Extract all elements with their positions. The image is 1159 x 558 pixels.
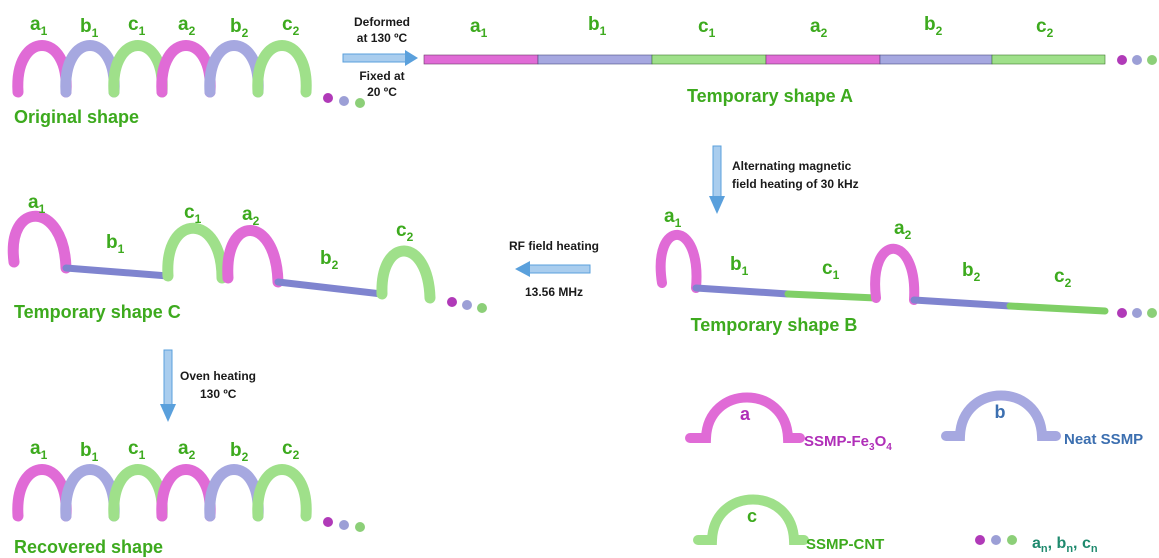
original-labels: a1 b1 c1 a2 b2 c2 Original shape bbox=[14, 14, 300, 127]
label-b1: b1 bbox=[106, 232, 125, 256]
label-c1: c1 bbox=[184, 202, 202, 226]
label-c2: c2 bbox=[396, 220, 414, 244]
label-b2: b2 bbox=[320, 248, 339, 272]
svg-text:b: b bbox=[995, 402, 1006, 422]
coil-c1 bbox=[108, 40, 168, 98]
svg-text:13.56 MHz: 13.56 MHz bbox=[525, 285, 583, 299]
rf-step: RF field heating 13.56 MHz bbox=[509, 239, 599, 299]
svg-text:Deformed: Deformed bbox=[354, 15, 410, 29]
temp-shape-b bbox=[655, 229, 1157, 318]
label-c1: c1 bbox=[822, 258, 840, 282]
svg-text:20 ºC: 20 ºC bbox=[367, 85, 397, 99]
legend: a SSMP-Fe3O4 b Neat SSMP c SSMP-CNT an, … bbox=[685, 390, 1143, 555]
label-a1: a1 bbox=[30, 438, 48, 462]
temp-shape-c-title: Temporary shape C bbox=[14, 302, 181, 322]
original-shape-title: Original shape bbox=[14, 107, 139, 127]
temp-b-labels: a1 b1 c1 a2 b2 c2 Temporary shape B bbox=[664, 206, 1072, 335]
label-b1: b1 bbox=[80, 16, 99, 40]
svg-text:130 ºC: 130 ºC bbox=[200, 387, 237, 401]
recovered-shape-title: Recovered shape bbox=[14, 537, 163, 557]
coil-b2 bbox=[204, 40, 264, 98]
label-c2: c2 bbox=[282, 14, 300, 38]
svg-text:c: c bbox=[747, 506, 757, 526]
label-a2: a2 bbox=[178, 14, 196, 38]
coil-c2 bbox=[252, 40, 312, 98]
label-c1: c1 bbox=[698, 16, 716, 40]
label-b2: b2 bbox=[230, 16, 249, 40]
label-b1: b1 bbox=[80, 440, 99, 464]
label-a2: a2 bbox=[894, 218, 912, 242]
label-a1: a1 bbox=[664, 206, 682, 230]
oven-step: Oven heating 130 ºC bbox=[160, 349, 256, 422]
temp-c-labels: a1 b1 c1 a2 b2 c2 Temporary shape C bbox=[14, 192, 414, 322]
temp-shape-a-bar bbox=[423, 54, 1157, 65]
label-c2: c2 bbox=[1054, 266, 1072, 290]
label-a2: a2 bbox=[810, 16, 828, 40]
legend-n-text: an, bn, cn bbox=[1032, 535, 1098, 555]
label-a2: a2 bbox=[178, 438, 196, 462]
legend-c-name: SSMP-CNT bbox=[806, 536, 884, 553]
recovered-labels: a1 b1 c1 a2 b2 c2 Recovered shape bbox=[14, 438, 300, 557]
label-c2: c2 bbox=[1036, 16, 1054, 40]
legend-b: b Neat SSMP bbox=[941, 390, 1143, 448]
legend-c: c SSMP-CNT bbox=[693, 494, 884, 553]
label-b2: b2 bbox=[230, 440, 249, 464]
original-shape-coils bbox=[12, 40, 365, 108]
temp-a-labels: a1 b1 c1 a2 b2 c2 Temporary shape A bbox=[470, 14, 1054, 106]
coil-b1 bbox=[60, 40, 120, 98]
temp-shape-b-title: Temporary shape B bbox=[691, 315, 858, 335]
svg-text:at 130 ºC: at 130 ºC bbox=[357, 31, 408, 45]
label-a1: a1 bbox=[30, 14, 48, 38]
svg-text:RF field heating: RF field heating bbox=[509, 239, 599, 253]
label-c1: c1 bbox=[128, 438, 146, 462]
label-a1: a1 bbox=[28, 192, 46, 216]
legend-n: an, bn, cn bbox=[975, 535, 1098, 555]
label-b2: b2 bbox=[962, 260, 981, 284]
temp-shape-a-title: Temporary shape A bbox=[687, 86, 853, 106]
label-a2: a2 bbox=[242, 204, 260, 228]
svg-text:a: a bbox=[740, 404, 751, 424]
magnetic-step: Alternating magnetic field heating of 30… bbox=[709, 145, 859, 214]
coil-a2 bbox=[156, 40, 216, 98]
svg-text:Fixed at: Fixed at bbox=[359, 69, 404, 83]
label-c1: c1 bbox=[128, 14, 146, 38]
label-b1: b1 bbox=[730, 254, 749, 278]
svg-text:field heating of 30 kHz: field heating of 30 kHz bbox=[732, 177, 859, 191]
label-c2: c2 bbox=[282, 438, 300, 462]
legend-a-name: SSMP-Fe3O4 bbox=[804, 433, 892, 453]
deform-step: Deformed at 130 ºC Fixed at 20 ºC bbox=[342, 15, 418, 99]
svg-text:Alternating magnetic: Alternating magnetic bbox=[732, 159, 852, 173]
label-b1: b1 bbox=[588, 14, 607, 38]
legend-a: a SSMP-Fe3O4 bbox=[685, 392, 892, 453]
temp-shape-c bbox=[7, 210, 487, 313]
label-b2: b2 bbox=[924, 14, 943, 38]
coil-a1 bbox=[12, 40, 72, 98]
recovered-shape-coils bbox=[12, 464, 365, 532]
svg-text:Oven heating: Oven heating bbox=[180, 369, 256, 383]
label-a1: a1 bbox=[470, 16, 488, 40]
legend-b-name: Neat SSMP bbox=[1064, 431, 1143, 448]
